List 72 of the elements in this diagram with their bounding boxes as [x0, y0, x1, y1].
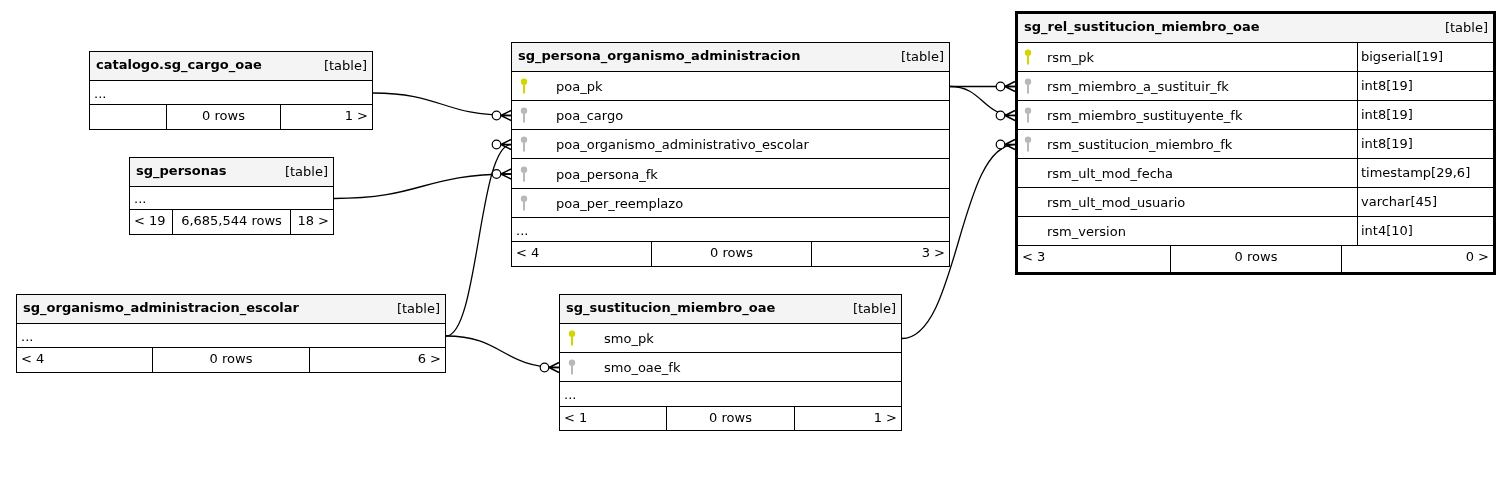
column-name: rsm_miembro_a_sustituir_fk: [1047, 78, 1229, 94]
ellipsis-text: ...: [516, 222, 529, 237]
column-name: smo_oae_fk: [604, 359, 681, 375]
column-name: poa_organismo_administrativo_escolar: [556, 136, 809, 152]
data-type: int8[19]: [1357, 101, 1413, 129]
child-count: 1 >: [872, 409, 898, 427]
column-name: poa_pk: [556, 78, 603, 94]
table-row: [1018, 159, 1493, 188]
relationship-line: [372, 92, 512, 122]
table-row: [1018, 130, 1493, 159]
table-box: [511, 42, 950, 267]
table-box: [16, 294, 446, 373]
data-type: varchar[45]: [1357, 188, 1438, 216]
column-name: rsm_pk: [1047, 49, 1095, 65]
ellipsis-text: ...: [134, 190, 147, 206]
column-name: rsm_ult_mod_usuario: [1047, 194, 1186, 210]
relationship-line: [949, 85, 1017, 122]
table-type-tag: [table]: [323, 58, 367, 73]
column-name: poa_per_reemplazo: [556, 195, 684, 211]
row-count: 6,685,544 rows: [173, 210, 291, 234]
column-name: poa_persona_fk: [556, 166, 658, 181]
column-name: smo_pk: [604, 330, 654, 346]
table-type-tag: [table]: [396, 301, 440, 316]
table-box: [1015, 11, 1496, 275]
relationship-line: [333, 168, 512, 200]
child-count: 1 >: [343, 107, 369, 125]
table-row: [1018, 43, 1493, 72]
parent-count: < 1: [560, 407, 667, 430]
table-name: sg_rel_sustitucion_miembro_oae: [1024, 19, 1260, 34]
child-count: 0 >: [1464, 248, 1490, 266]
column-name: poa_cargo: [556, 107, 624, 123]
child-count: 18 >: [296, 212, 330, 230]
parent-count: < 4: [17, 348, 153, 372]
row-count: 0 rows: [667, 407, 795, 430]
table-name: sg_persona_organismo_administracion: [518, 48, 801, 63]
parent-count: < 19: [130, 210, 173, 234]
ellipsis-text: ...: [94, 85, 107, 100]
column-name: rsm_version: [1047, 223, 1126, 239]
table-name: catalogo.sg_cargo_oae: [96, 57, 262, 72]
table-box: [129, 157, 334, 235]
table-type-tag: [table]: [852, 301, 896, 316]
table-row: [1018, 217, 1493, 246]
row-count: 0 rows: [153, 348, 310, 372]
ellipsis-text: ...: [564, 386, 577, 402]
child-count: 6 >: [416, 350, 442, 368]
table-name: sg_sustitucion_miembro_oae: [566, 300, 776, 315]
data-type: timestamp[29,6]: [1357, 159, 1471, 187]
ellipsis-text: ...: [21, 328, 34, 343]
table-name: sg_organismo_administracion_escolar: [23, 300, 299, 315]
row-count: 0 rows: [1171, 246, 1342, 272]
relationship-line: [445, 335, 560, 374]
table-row: [1018, 72, 1493, 101]
table-name: sg_personas: [136, 163, 227, 178]
column-name: rsm_miembro_sustituyente_fk: [1047, 107, 1243, 123]
parent-count: < 4: [512, 242, 652, 266]
column-name: rsm_sustitucion_miembro_fk: [1047, 136, 1233, 152]
data-type: int4[10]: [1357, 217, 1413, 245]
table-row: [1018, 188, 1493, 217]
column-name: rsm_ult_mod_fecha: [1047, 165, 1174, 181]
data-type: bigserial[19]: [1357, 43, 1444, 71]
table-box: [559, 294, 902, 431]
table-type-tag: [table]: [900, 49, 944, 64]
parent-count: < 3: [1018, 246, 1171, 272]
table-type-tag: [table]: [284, 164, 328, 179]
table-box: [89, 51, 373, 130]
child-count: 3 >: [920, 244, 946, 262]
row-count: 0 rows: [652, 242, 812, 266]
data-type: int8[19]: [1357, 72, 1413, 100]
table-type-tag: [table]: [1444, 20, 1488, 35]
data-type: int8[19]: [1357, 130, 1413, 158]
row-count: 0 rows: [167, 105, 281, 129]
table-row: [1018, 101, 1493, 130]
